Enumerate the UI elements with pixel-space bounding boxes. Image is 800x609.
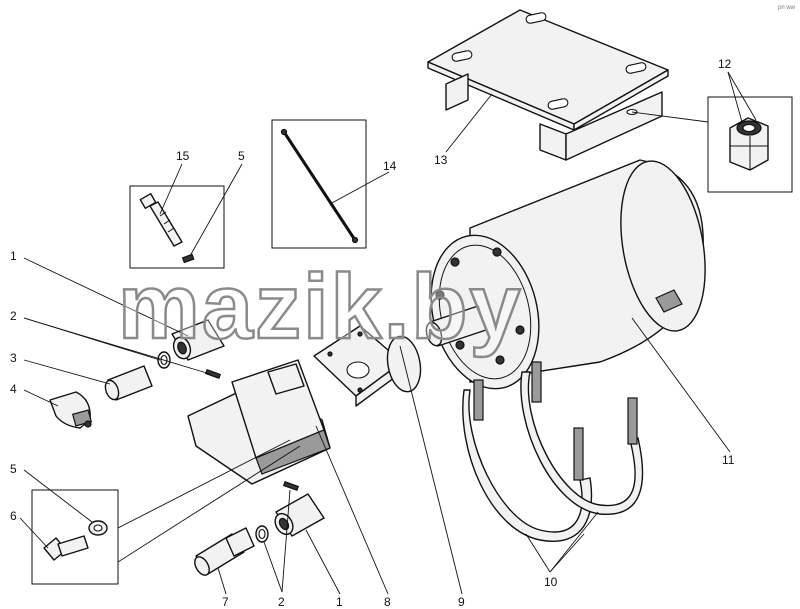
callout-6: 6 — [10, 509, 17, 523]
part-2-oring-bottom — [255, 480, 300, 543]
callout-15: 15 — [176, 149, 190, 163]
callout-5-left: 5 — [10, 462, 17, 476]
part-15-box — [129, 185, 225, 269]
callout-1-top: 1 — [10, 249, 17, 263]
callout-11: 11 — [722, 453, 735, 467]
callout-5-top: 5 — [238, 149, 245, 163]
callout-labels: 1 2 3 4 5 6 15 5 14 13 12 11 7 2 1 8 9 1… — [10, 57, 735, 609]
leader-lines — [19, 71, 757, 595]
part-13-mounting-bracket — [427, 9, 669, 161]
part-3-sleeve — [104, 365, 153, 401]
callout-8: 8 — [384, 595, 391, 609]
corner-mark: pn ww — [778, 5, 796, 11]
part-14-rod — [280, 128, 359, 244]
callout-2-bottom: 2 — [278, 595, 285, 609]
part-12-box — [707, 96, 793, 193]
callout-10: 10 — [544, 575, 558, 589]
callout-12: 12 — [718, 57, 732, 71]
part-8-housing — [187, 359, 331, 485]
part-10-hoses — [462, 361, 644, 542]
callout-14: 14 — [383, 159, 397, 173]
part-5-washer — [88, 520, 108, 536]
part-12-nut — [729, 117, 769, 171]
callout-1-bottom: 1 — [336, 595, 343, 609]
part-7-nipple — [194, 527, 255, 576]
part-1-coupling-bottom — [274, 493, 325, 537]
callout-9: 9 — [458, 595, 465, 609]
part-15-bolt — [139, 192, 183, 247]
part-6-box — [31, 489, 119, 585]
watermark-text: mazik.by — [118, 256, 523, 358]
part-1-coupling-top — [171, 319, 225, 361]
part-11-cylinder — [425, 159, 706, 390]
mounting-plate — [313, 325, 422, 407]
callout-4: 4 — [10, 382, 17, 396]
part-14-box — [271, 119, 367, 249]
part-4-elbow — [49, 391, 93, 429]
part-5-pin-top — [181, 253, 195, 264]
part-6-bolt — [43, 535, 89, 561]
callout-13: 13 — [434, 153, 448, 167]
callout-7: 7 — [222, 595, 229, 609]
callout-2-top: 2 — [10, 309, 17, 323]
callout-3: 3 — [10, 351, 17, 365]
